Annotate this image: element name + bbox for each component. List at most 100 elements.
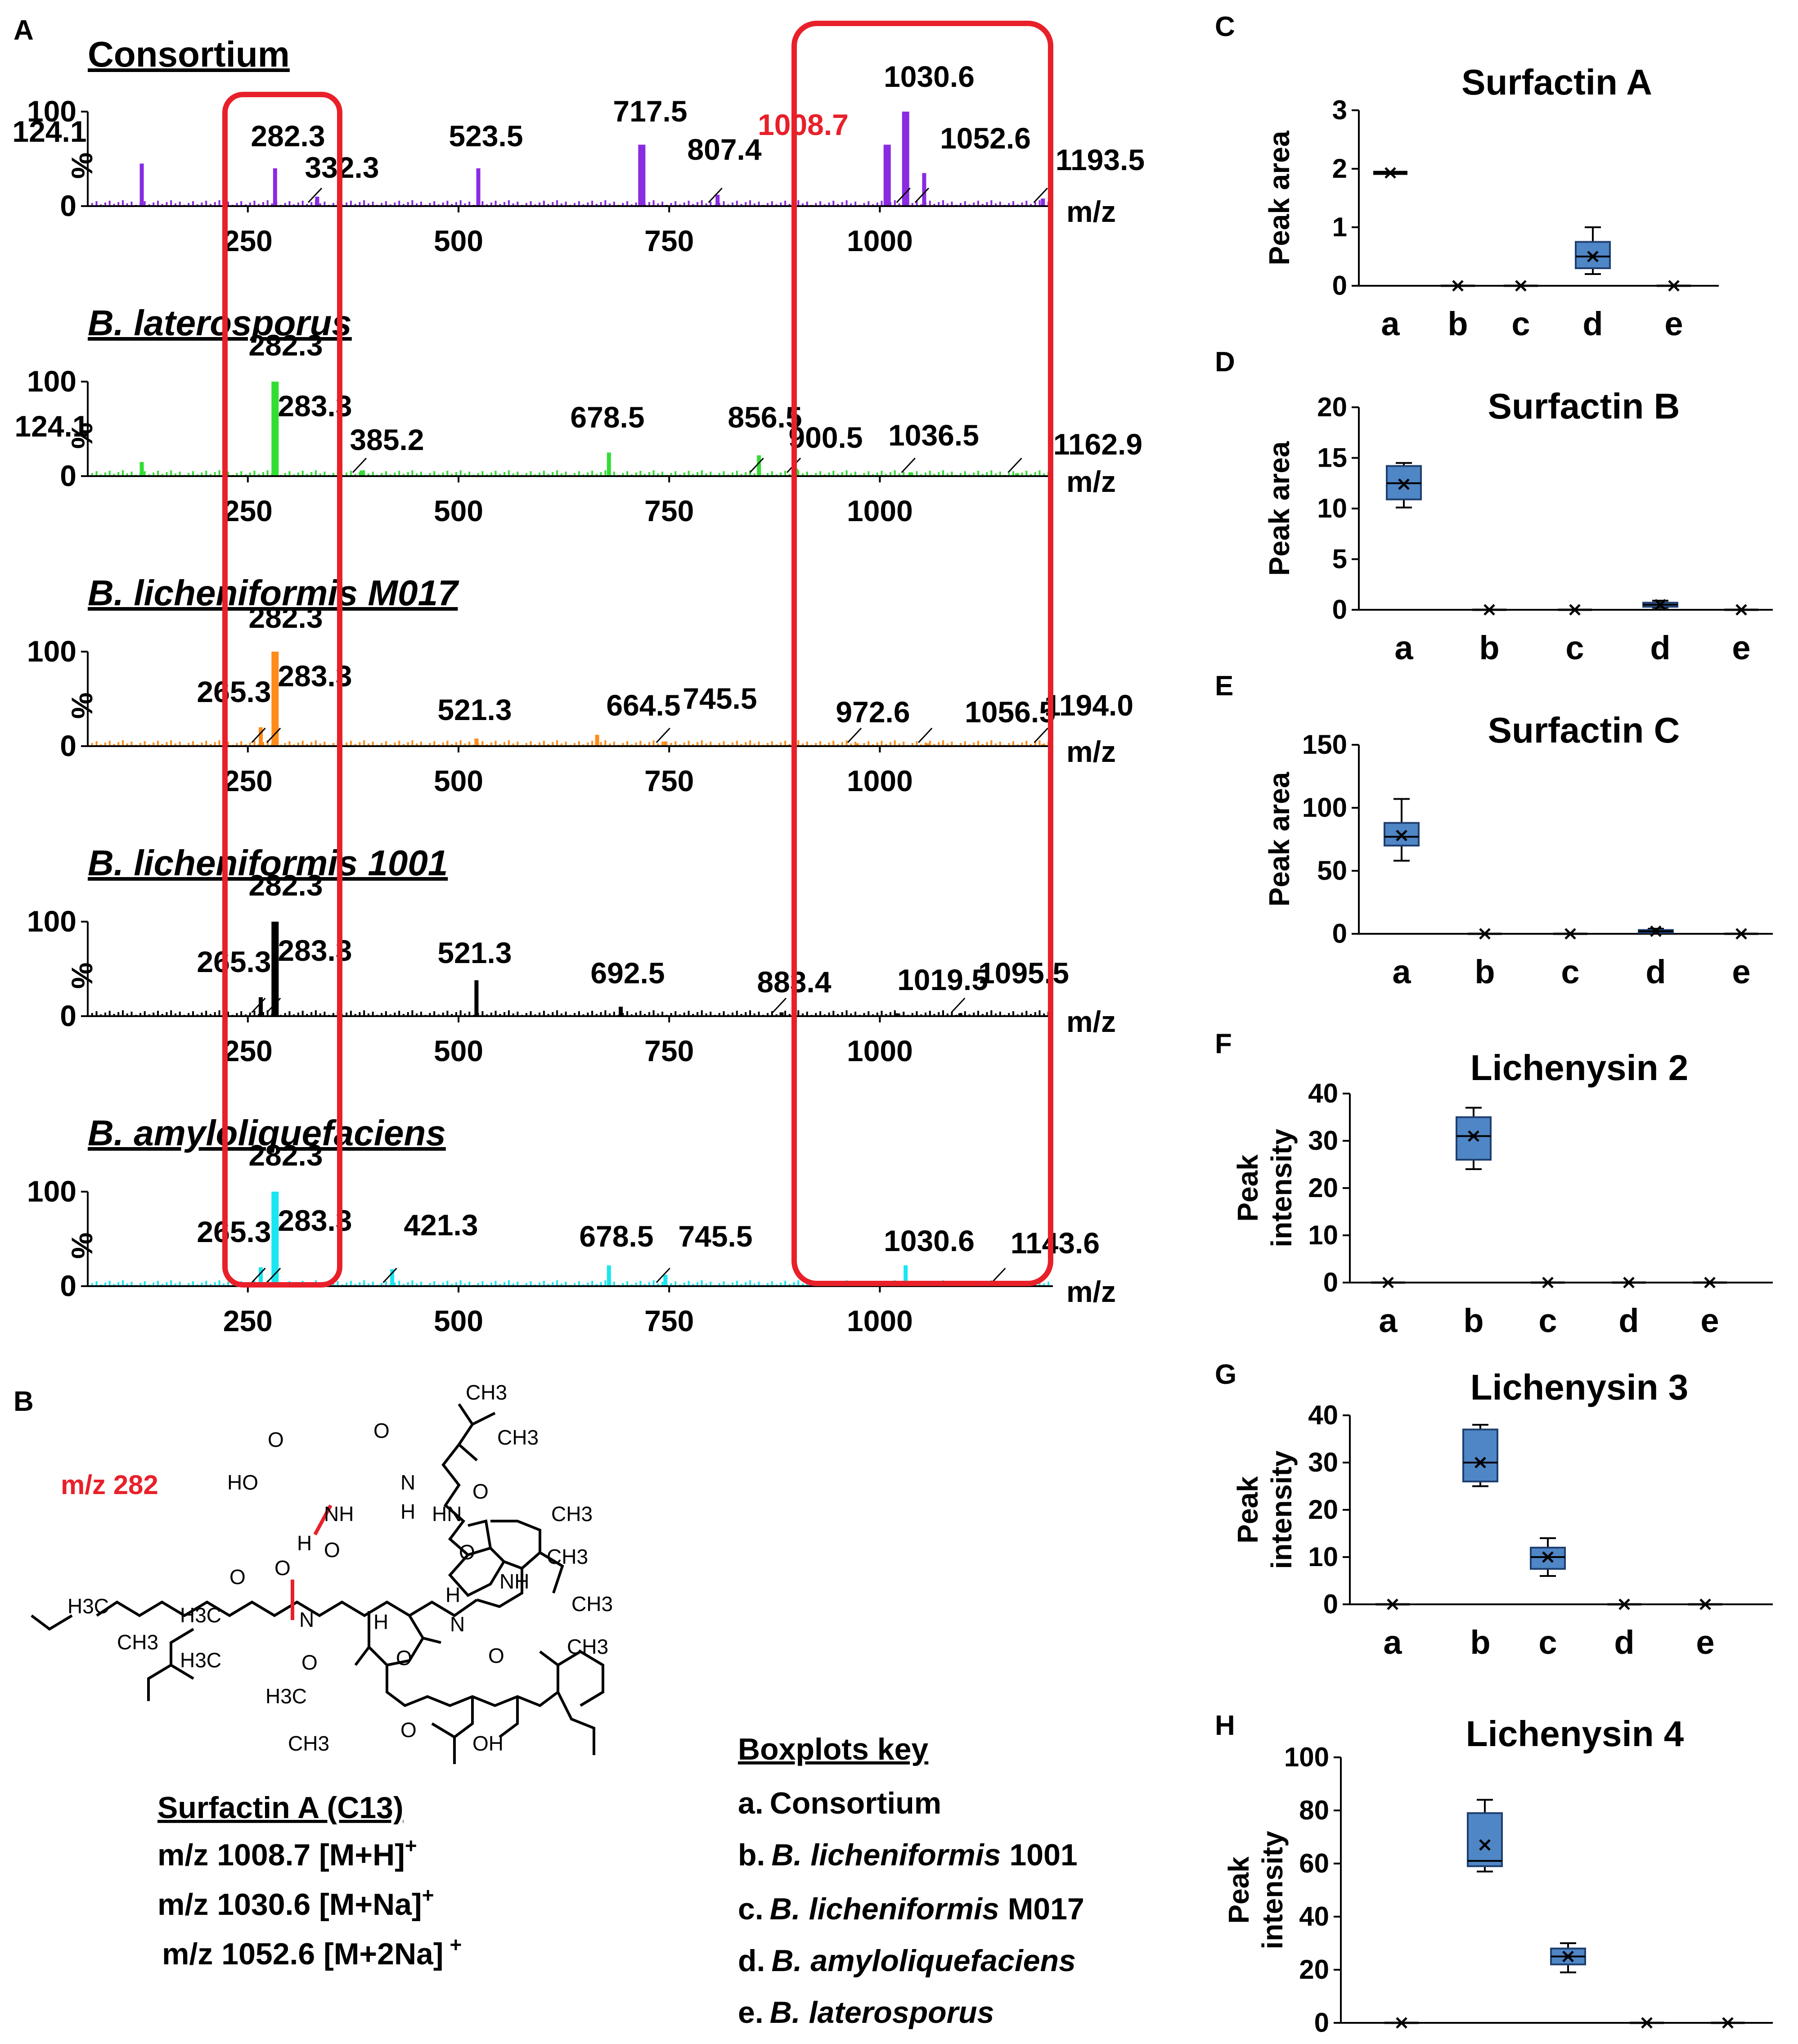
ion-superscript: + (405, 1834, 417, 1857)
highlight-boxes (222, 21, 1053, 1288)
x-tick-label: 1000 (847, 1304, 913, 1337)
atom-label: N (400, 1471, 415, 1494)
y-axis-label: Peak area (1263, 441, 1295, 576)
peak-leader (847, 727, 862, 743)
x-axis-label: m/z (1066, 465, 1116, 498)
key-title: Boxplots key (738, 1732, 928, 1766)
y-tick-label: 20 (1299, 1954, 1329, 1985)
box-mean-marker (1699, 1598, 1711, 1610)
peak-leader (918, 727, 933, 743)
peak-leader (1033, 187, 1048, 203)
atom-label: H (400, 1500, 415, 1523)
panel-letter-g: G (1215, 1359, 1236, 1390)
peak-label: 421.3 (404, 1208, 478, 1242)
box-mean-marker (1542, 1277, 1554, 1288)
key-letter: c. (738, 1892, 764, 1926)
box-mean-marker (1474, 1457, 1486, 1468)
spectrum-title: B. licheniformis 1001 (88, 843, 448, 883)
box-mean-marker (1668, 280, 1680, 292)
y-tick-label: 3 (1332, 95, 1347, 125)
panel-letter-d: D (1215, 347, 1235, 378)
atom-label: N (299, 1608, 314, 1631)
key-letter: e. (738, 1995, 764, 2030)
peak-label: 124.1 (12, 115, 86, 148)
box-mean-marker (1722, 2017, 1734, 2029)
peak-label: 1036.5 (888, 419, 979, 452)
spectrum-title: Consortium (88, 34, 290, 74)
x-tick-label: 750 (644, 494, 694, 527)
box-mean-marker (1398, 478, 1410, 490)
x-axis-label: m/z (1066, 1005, 1116, 1038)
atom-label: H3C (180, 1603, 221, 1627)
box-mean-marker (1387, 1598, 1398, 1610)
box-mean-marker (1483, 604, 1495, 616)
key-name: Consortium (770, 1786, 942, 1820)
x-tick-label: c (1511, 305, 1530, 342)
x-tick-label: 500 (434, 224, 483, 257)
x-axis-label: m/z (1066, 1275, 1116, 1308)
x-tick-label: 750 (644, 764, 694, 797)
surfactin-info: Surfactin A (C13) m/z 1008.7 [M+H]+ m/z … (157, 1791, 462, 1971)
box-mean-marker (1396, 2017, 1407, 2029)
ion-label: m/z 1030.6 [M+Na]+ (157, 1883, 434, 1922)
peak-leader (656, 1267, 670, 1283)
peak-label: 678.5 (570, 401, 644, 434)
peak-label: 717.5 (613, 95, 687, 128)
key-item: a.Consortium (738, 1786, 941, 1820)
box-mean-marker (1623, 1277, 1635, 1288)
y-tick-label: 0 (60, 459, 76, 492)
x-tick-label: c (1538, 1302, 1557, 1339)
ion-superscript: + (422, 1883, 434, 1907)
y-tick-label: 100 (27, 905, 76, 938)
y-axis-label: intensity (1265, 1129, 1298, 1247)
key-italic-name: B. licheniformis (771, 1838, 1001, 1872)
atom-label: CH3 (288, 1732, 329, 1755)
atom-label: CH3 (547, 1545, 588, 1568)
y-tick-label: 60 (1299, 1848, 1329, 1878)
x-tick-label: d (1618, 1302, 1639, 1339)
peak-leader (266, 727, 281, 743)
y-tick-label: 10 (1317, 493, 1347, 523)
peak-label: 745.5 (678, 1220, 752, 1253)
x-tick-label: b (1447, 305, 1468, 342)
y-axis-label: % (65, 963, 99, 989)
box-mean-marker (1384, 167, 1396, 179)
highlight-box-surfactin (791, 21, 1053, 1286)
key-letter: a. (738, 1786, 764, 1820)
atom-label: O (301, 1651, 318, 1674)
atom-label: H3C (180, 1648, 221, 1672)
peak-leader (991, 1267, 1006, 1283)
y-axis-label: % (65, 693, 99, 719)
surfactin-name: Surfactin A (C13) (157, 1791, 404, 1825)
peak-label: 124.1 (14, 410, 89, 443)
peak-leader (352, 457, 367, 473)
key-item: e.B. laterosporus (738, 1995, 994, 2030)
peak-label: 1056.5 (965, 695, 1056, 729)
x-tick-label: 750 (644, 224, 694, 257)
atom-label: H (445, 1583, 460, 1607)
panel-letter-c: C (1215, 11, 1235, 42)
x-tick-label: c (1538, 1624, 1557, 1661)
panel-letter-f: F (1215, 1028, 1232, 1059)
box-mean-marker (1704, 1277, 1716, 1288)
x-tick-label: e (1732, 629, 1750, 666)
y-tick-label: 150 (1302, 729, 1347, 760)
peak-label: 265.3 (197, 675, 271, 708)
atom-label: OH (472, 1732, 503, 1755)
peak-leader (307, 187, 323, 203)
surfactin-structure (31, 1403, 604, 1764)
x-tick-label: d (1582, 305, 1603, 342)
y-tick-label: 15 (1317, 443, 1347, 473)
x-tick-label: 1000 (847, 764, 913, 797)
peak-leader (749, 457, 764, 473)
y-axis-label: % (65, 1233, 99, 1259)
y-axis-label: Peak (1232, 1476, 1264, 1544)
atom-label: H3C (265, 1684, 307, 1708)
cleavage-mark (313, 1504, 333, 1535)
box-mean-marker (1542, 1551, 1554, 1563)
peak-leader (251, 1267, 266, 1283)
boxplot-lichenysin-4: Lichenysin 4020406080100Peakintensityabc… (1223, 1714, 1773, 2044)
